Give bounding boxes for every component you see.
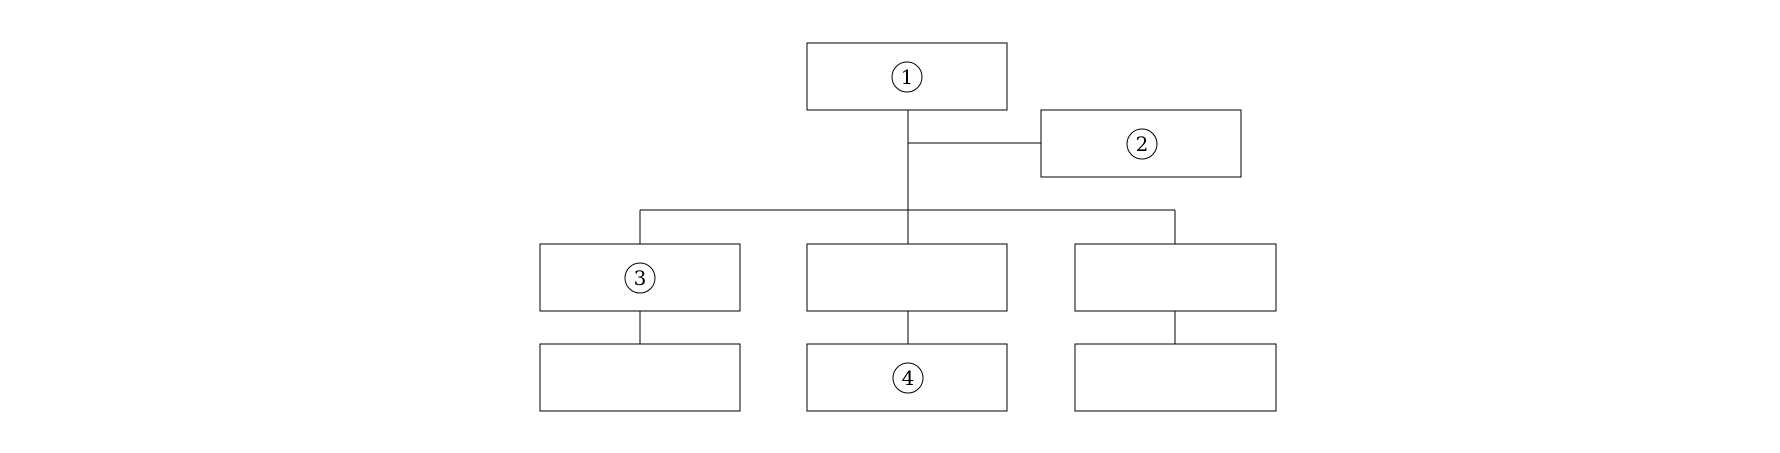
node-3-circle-marker — [624, 262, 656, 294]
node-3-label: 3 — [634, 266, 647, 290]
node-bottom-left-box — [539, 343, 741, 412]
node-1-circle-marker — [891, 61, 923, 93]
node-1: 1 — [806, 42, 1008, 111]
node-4: 4 — [806, 343, 1008, 412]
node-right — [1074, 243, 1277, 312]
node-right-box — [1074, 243, 1277, 312]
node-middle-box — [806, 243, 1008, 312]
node-2-label: 2 — [1136, 132, 1149, 156]
node-4-box — [806, 343, 1008, 412]
node-1-box — [806, 42, 1008, 111]
node-bottom-left — [539, 343, 741, 412]
connectors — [639, 110, 1176, 344]
node-bottom-right-box — [1074, 343, 1277, 412]
node-2-circle-marker — [1126, 128, 1158, 160]
node-1-label: 1 — [901, 65, 914, 89]
node-3: 3 — [539, 243, 741, 312]
node-2-box — [1040, 109, 1242, 178]
node-2: 2 — [1040, 109, 1242, 178]
node-3-box — [539, 243, 741, 312]
node-4-circle-marker — [892, 362, 924, 394]
node-4-label: 4 — [902, 366, 915, 390]
node-bottom-right — [1074, 343, 1277, 412]
node-middle — [806, 243, 1008, 312]
